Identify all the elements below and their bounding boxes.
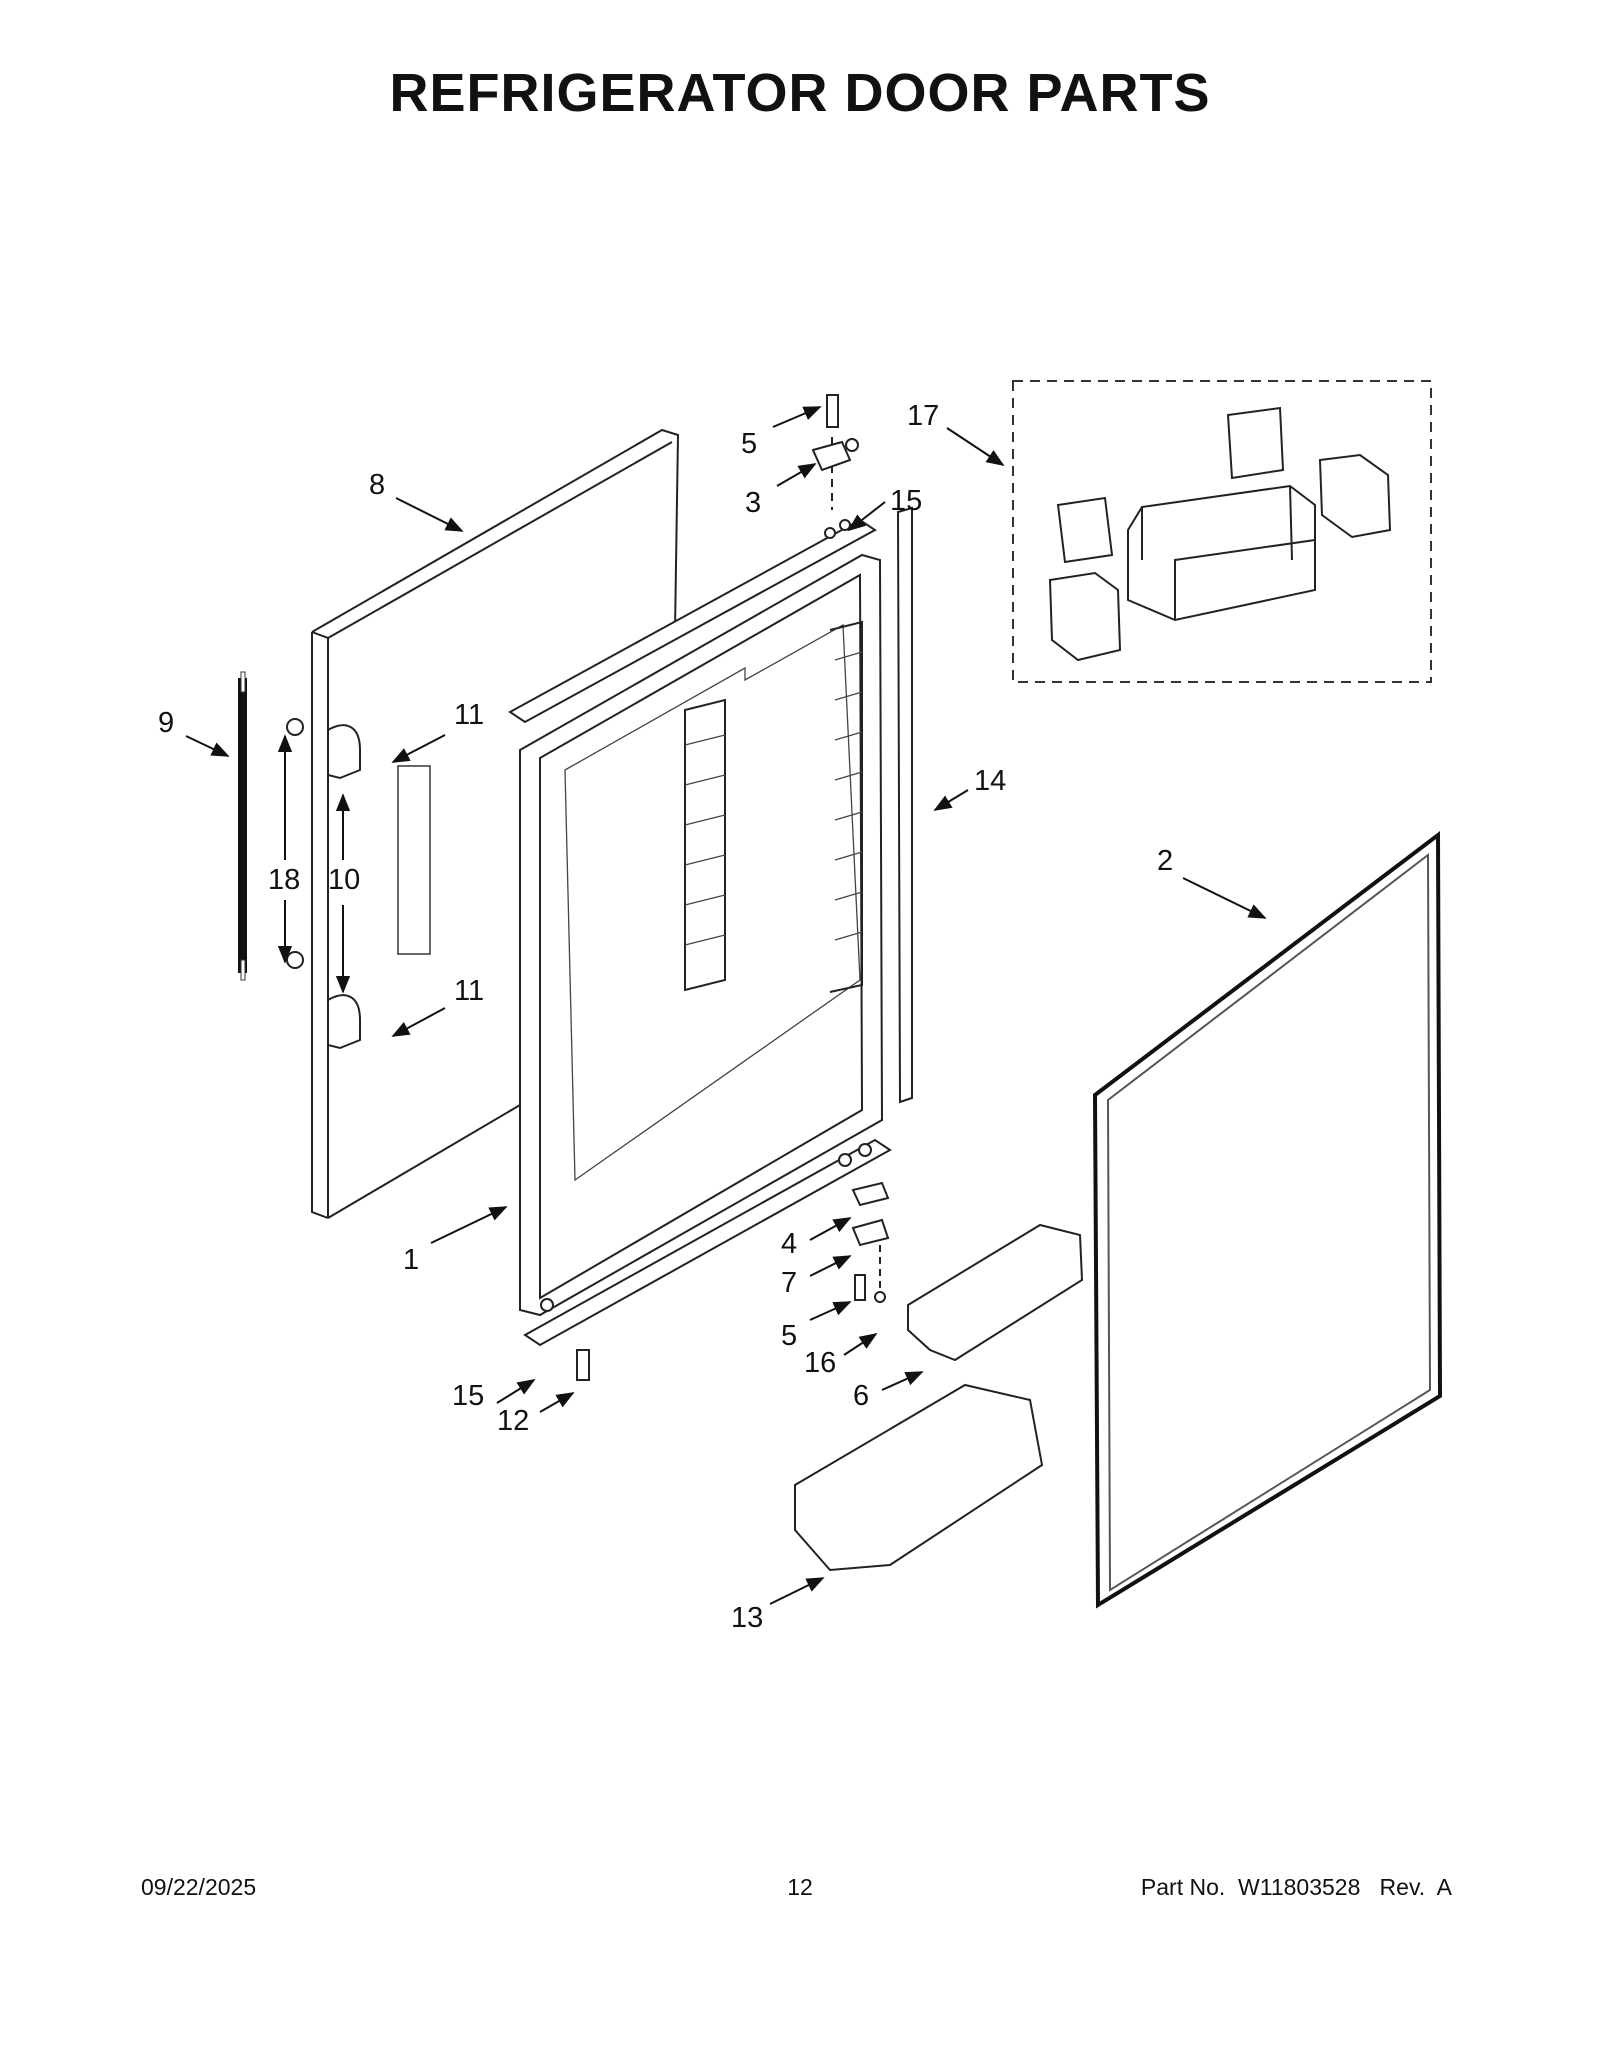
door-handle (238, 671, 304, 981)
callout-arrows (185, 406, 1267, 1605)
callout-13: 13 (731, 1602, 763, 1634)
callout-3: 3 (745, 487, 761, 519)
small-door-bin (907, 1223, 1084, 1362)
callout-2: 2 (1157, 845, 1173, 877)
callout-5-bottom: 5 (781, 1320, 797, 1352)
top-hinge-assembly (508, 394, 877, 724)
callout-11-top: 11 (454, 699, 484, 731)
inner-door-liner (519, 553, 884, 1317)
callout-12: 12 (497, 1405, 529, 1437)
page-title: REFRIGERATOR DOOR PARTS (389, 63, 1211, 123)
door-side-strip (896, 506, 913, 1104)
callout-17: 17 (907, 400, 939, 432)
footer-date: 09/22/2025 (141, 1874, 257, 1900)
callout-1: 1 (403, 1244, 419, 1276)
callout-4: 4 (781, 1228, 797, 1260)
callout-10: 10 (328, 864, 360, 896)
bottom-hinge-assembly (523, 1138, 892, 1381)
footer-part-number: Part No. W11803528 Rev. A (1140, 1874, 1452, 1900)
footer-page-number: 12 (787, 1874, 813, 1900)
callout-11-bottom: 11 (454, 975, 484, 1007)
callout-15-bottom: 15 (452, 1380, 484, 1412)
callout-6: 6 (853, 1380, 869, 1412)
large-door-bin (794, 1383, 1044, 1572)
callout-5-top: 5 (741, 428, 757, 460)
callout-8: 8 (369, 469, 385, 501)
outer-door-panel (311, 428, 680, 1219)
callout-16: 16 (804, 1347, 836, 1379)
bin-kit-group (1012, 380, 1432, 683)
callout-18: 18 (268, 864, 300, 896)
callout-14: 14 (974, 765, 1006, 797)
callout-9: 9 (158, 707, 174, 739)
callout-15-top: 15 (890, 485, 922, 517)
callout-labels: 5 3 15 17 8 9 11 18 10 11 14 2 1 4 7 5 1… (158, 400, 1173, 1634)
callout-7: 7 (781, 1267, 797, 1299)
door-gasket (1092, 830, 1443, 1609)
